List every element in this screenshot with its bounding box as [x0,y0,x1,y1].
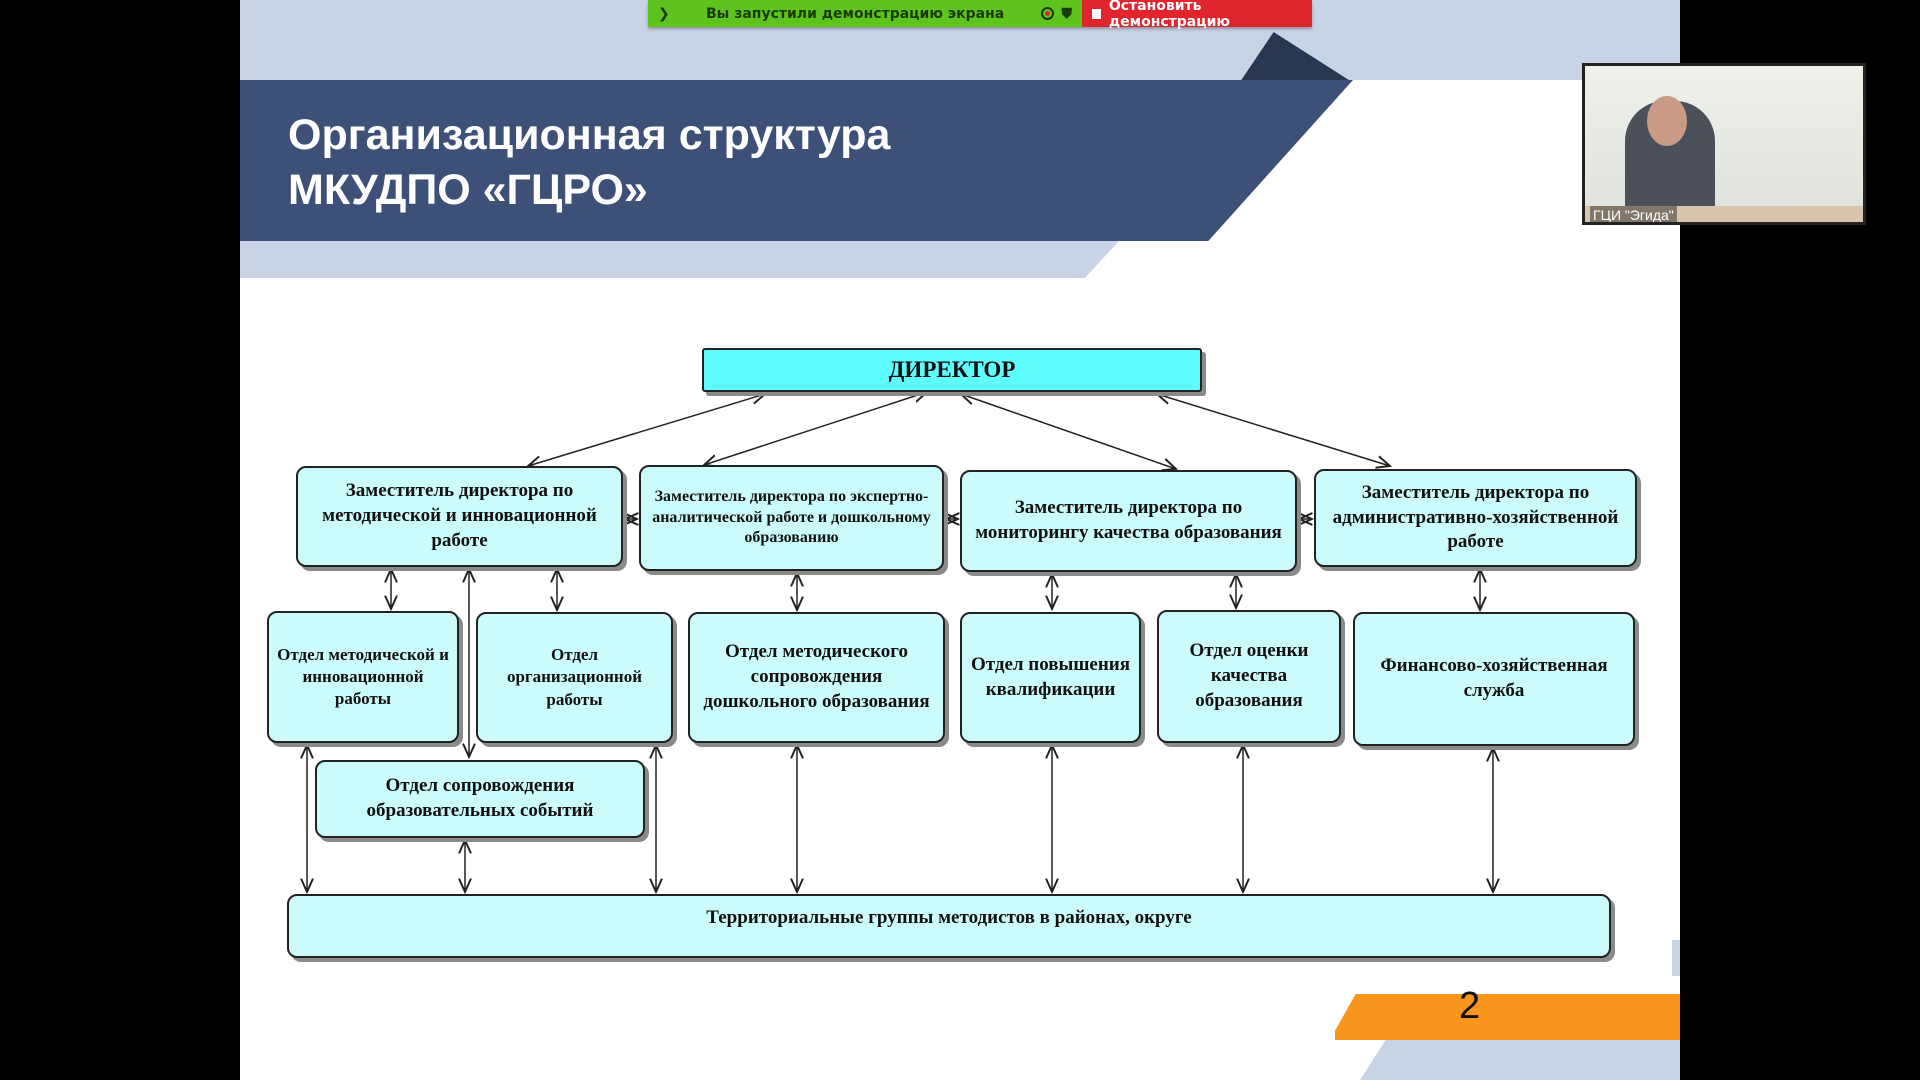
footer-blue [1360,1040,1680,1080]
dept-finance: Финансово-хозяйственная служба [1353,612,1635,746]
bottom-band [240,240,1120,278]
deputy-quality-monitoring: Заместитель директора по мониторингу кач… [960,470,1297,572]
dept-quality-assessment: Отдел оценки качества образования [1157,610,1341,743]
footer-orange [1335,994,1680,1040]
slide-title: Организационная структура МКУДПО «ГЦРО» [288,108,890,218]
pin-icon[interactable]: ❯ [658,5,670,22]
territorial-groups: Территориальные группы методистов в райо… [287,894,1611,958]
title-band [240,80,1353,241]
page-number: 2 [1459,985,1481,1027]
stop-share-label: Остановить демонстрацию [1108,0,1231,30]
deputy-expert-preschool: Заместитель директора по экспертно-анали… [639,465,944,571]
person-head [1647,96,1687,146]
participant-video[interactable]: ГЦИ "Эгида" [1582,63,1866,225]
share-status-text: Вы запустили демонстрацию экрана [706,5,1005,22]
title-line-1: Организационная структура [288,111,891,159]
video-caption: ГЦИ "Эгида" [1590,206,1677,222]
table [1585,206,1863,222]
dept-preschool-support: Отдел методического сопровождения дошкол… [688,612,945,743]
deputy-administrative: Заместитель директора по административно… [1314,469,1637,567]
title-line-2: МКУДПО «ГЦРО» [288,166,648,214]
dept-events-support: Отдел сопровождения образовательных собы… [315,760,645,838]
screen-share-bar: ❯ Вы запустили демонстрацию экрана ⛊ Ост… [648,0,1312,30]
shield-icon[interactable]: ⛊ [1061,5,1073,22]
stop-icon [1092,8,1101,19]
dept-methodical-innovation: Отдел методической и инновационной работ… [267,611,459,743]
footer-side [1672,940,1680,976]
deputy-methodical: Заместитель директора по методической и … [296,466,623,567]
dept-organizational: Отдел организационной работы [476,612,673,743]
director-box: ДИРЕКТОР [702,348,1202,392]
stop-share-button[interactable]: Остановить демонстрацию [1082,0,1312,30]
dept-qualification: Отдел повышения квалификации [960,612,1141,743]
share-status: ❯ Вы запустили демонстрацию экрана ⛊ [648,0,1082,27]
record-icon[interactable] [1040,7,1054,20]
